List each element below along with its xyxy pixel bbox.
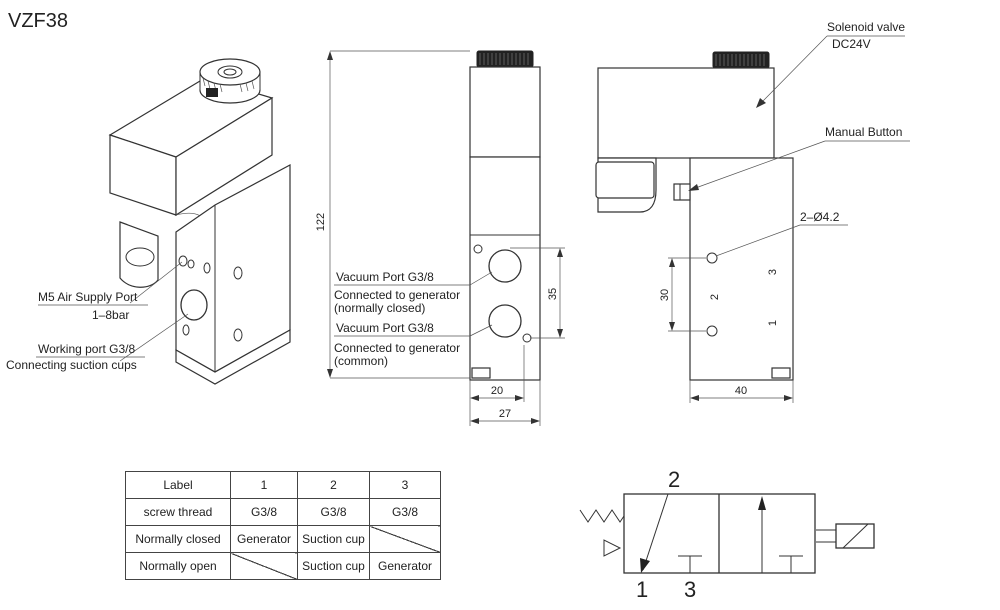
hole-spacing-dimension: 30 xyxy=(659,289,671,301)
outer-width-dimension: 27 xyxy=(499,408,511,420)
solenoid-voltage: DC24V xyxy=(832,37,871,51)
pneumatic-valve-symbol: 2 1 3 xyxy=(579,467,875,602)
symbol-port-2: 2 xyxy=(668,467,680,492)
side-valve-view: 3 2 1 30 40 Solenoid valve DC24V Manual … xyxy=(595,20,910,403)
table-header-cell: 3 xyxy=(369,471,441,499)
isometric-valve-view: M5 Air Supply Port 1–8bar Working port G… xyxy=(6,58,291,385)
working-port-label: Working port G3/8 xyxy=(38,342,135,356)
hole-label: 2–Ø4.2 xyxy=(800,210,840,224)
inner-width-dimension: 20 xyxy=(491,385,503,397)
symbol-port-3: 3 xyxy=(684,577,696,602)
air-supply-pressure: 1–8bar xyxy=(92,308,129,322)
table-cell: screw thread xyxy=(125,498,231,526)
vacuum-port-2-note-1: Connected to generator xyxy=(334,341,460,355)
front-valve-view: 122 35 20 27 Vacuum Port G3/8 Connected … xyxy=(315,50,565,426)
solenoid-valve-label: Solenoid valve xyxy=(827,20,905,34)
symbol-port-1: 1 xyxy=(636,577,648,602)
air-supply-port-label: M5 Air Supply Port xyxy=(38,290,138,304)
port-function-table: Label 1 2 3 screw thread G3/8 G3/8 G3/8 … xyxy=(125,471,441,580)
port-mark-3: 3 xyxy=(767,269,779,275)
table-cell-empty xyxy=(230,552,298,580)
vacuum-port-2-note-2: (common) xyxy=(334,354,388,368)
table-cell: Generator xyxy=(230,525,298,553)
port-mark-1: 1 xyxy=(767,320,779,326)
table-cell: Suction cup xyxy=(297,525,370,553)
vacuum-port-1-note-1: Connected to generator xyxy=(334,288,460,302)
table-header-cell: 1 xyxy=(230,471,298,499)
table-row: Normally closed Generator Suction cup xyxy=(125,525,441,553)
table-cell: G3/8 xyxy=(230,498,298,526)
table-cell-empty xyxy=(369,525,441,553)
table-row: screw thread G3/8 G3/8 G3/8 xyxy=(125,498,441,526)
table-header-cell: Label xyxy=(125,471,231,499)
side-width-dimension: 40 xyxy=(735,385,747,397)
manual-button-label: Manual Button xyxy=(825,125,902,139)
model-title: VZF38 xyxy=(8,10,68,32)
table-cell: G3/8 xyxy=(369,498,441,526)
table-row: Normally open Suction cup Generator xyxy=(125,552,441,580)
table-cell: Generator xyxy=(369,552,441,580)
working-port-note: Connecting suction cups xyxy=(6,358,137,372)
table-header-cell: 2 xyxy=(297,471,370,499)
vacuum-port-1-note-2: (normally closed) xyxy=(334,301,425,315)
height-dimension: 122 xyxy=(315,213,327,231)
table-header-row: Label 1 2 3 xyxy=(125,471,441,499)
table-cell: G3/8 xyxy=(297,498,370,526)
port-mark-2: 2 xyxy=(709,294,721,300)
vacuum-port-1-label: Vacuum Port G3/8 xyxy=(336,270,434,284)
table-cell: Suction cup xyxy=(297,552,370,580)
table-cell: Normally closed xyxy=(125,525,231,553)
port-spacing-dimension: 35 xyxy=(547,288,559,300)
table-cell: Normally open xyxy=(125,552,231,580)
vacuum-port-2-label: Vacuum Port G3/8 xyxy=(336,321,434,335)
